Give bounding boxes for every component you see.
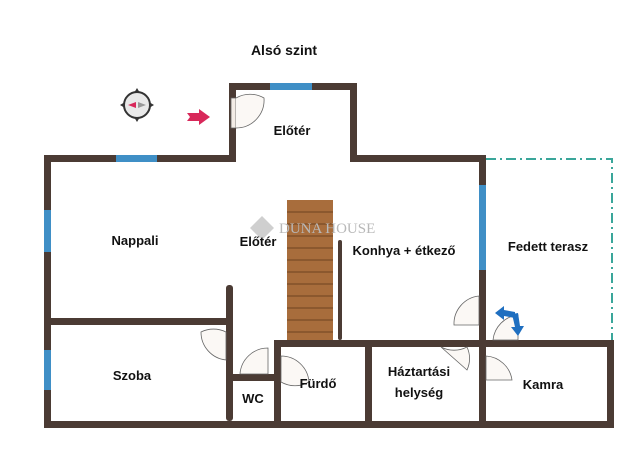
stairs [287,200,333,342]
room-label-haztartasi: Háztartási [388,364,450,379]
door [200,328,227,361]
room-label-nappali: Nappali [112,233,159,248]
door [485,355,513,381]
door [235,93,265,129]
window [116,155,157,162]
terrace-outline [486,158,613,342]
watermark-text: DUNA HOUSE [279,221,375,237]
window [44,350,51,390]
door [280,355,310,387]
room-label-eloter-mid: Előtér [240,234,277,249]
window [479,185,486,270]
room-label-wc: WC [242,391,264,406]
floor-title: Alsó szint [251,42,317,58]
window [44,210,51,252]
window [270,83,312,90]
entrance-arrow-icon [187,109,210,125]
room-label-szoba: Szoba [113,368,152,383]
door-swing-arrow-icon [495,306,524,336]
room-label-konyha: Konhya + étkező [353,243,456,258]
doors [200,93,519,387]
room-label-helyseg: helység [395,385,443,400]
door [453,295,480,326]
room-label-terasz: Fedett terasz [508,239,589,254]
door [440,346,470,371]
room-label-kamra: Kamra [523,377,564,392]
windows [44,83,486,390]
room-label-furdo: Fürdő [300,376,337,391]
watermark-logo: DUNA HOUSE [250,216,375,240]
compass-icon [120,88,154,122]
door [239,347,269,375]
room-label-eloter: Előtér [274,123,311,138]
